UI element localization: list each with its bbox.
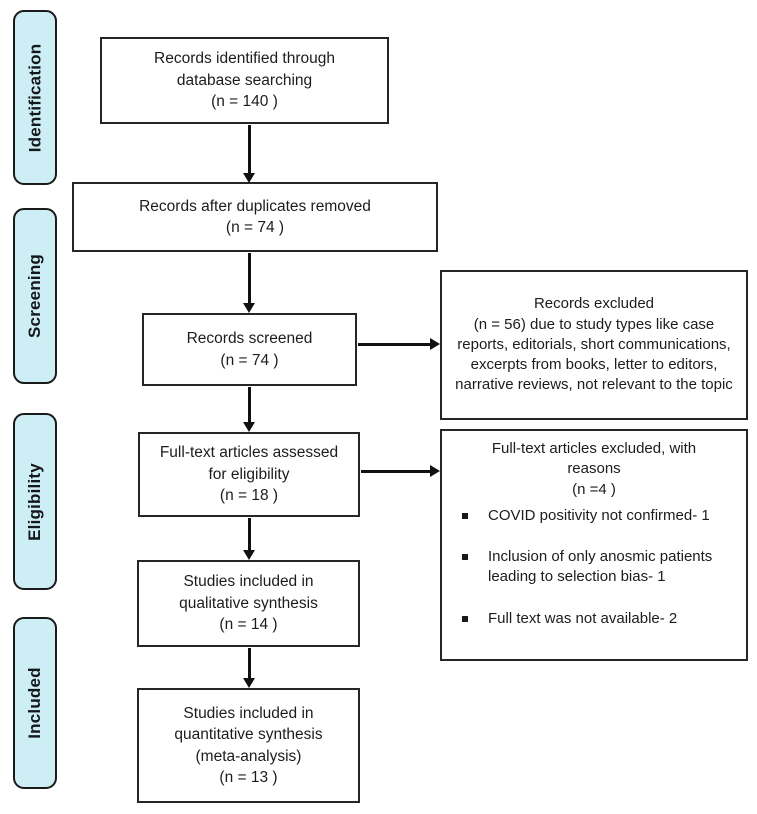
stage-label-screening: Screening bbox=[13, 208, 57, 384]
stage-label-identification: Identification bbox=[13, 10, 57, 185]
flow-box-qualitative-synthesis: Studies included in qualitative synthesi… bbox=[137, 560, 360, 647]
stage-label-text: Eligibility bbox=[25, 462, 45, 541]
square-bullet-icon bbox=[462, 615, 468, 622]
list-item: Inclusion of only anosmic patients leadi… bbox=[450, 547, 738, 588]
arrow-right-icon bbox=[358, 343, 430, 346]
square-bullet-icon bbox=[462, 512, 468, 519]
exclusion-box-text: Records excluded (n = 56) due to study t… bbox=[455, 295, 733, 394]
square-bullet-icon bbox=[462, 554, 468, 560]
arrow-down-icon bbox=[248, 253, 251, 303]
flow-box-records-screened: Records screened (n = 74 ) bbox=[142, 313, 357, 386]
arrow-down-icon bbox=[248, 125, 251, 173]
exclusion-box-records-excluded: Records excluded (n = 56) due to study t… bbox=[440, 270, 748, 420]
stage-label-eligibility: Eligibility bbox=[13, 413, 57, 590]
exclusion-box-fulltext-excluded: Full-text articles excluded, with reason… bbox=[440, 429, 748, 661]
list-item: Full text was not available- 2 bbox=[450, 609, 738, 629]
list-item: COVID positivity not confirmed- 1 bbox=[450, 506, 738, 526]
flow-box-records-identified: Records identified through database sear… bbox=[100, 37, 389, 124]
arrow-down-icon bbox=[248, 518, 251, 550]
exclusion-reason-text: Full text was not available- 2 bbox=[488, 609, 678, 627]
flow-box-quantitative-synthesis: Studies included in quantitative synthes… bbox=[137, 688, 360, 803]
exclusion-reason-text: Inclusion of only anosmic patients leadi… bbox=[488, 548, 713, 586]
exclusion-reason-text: COVID positivity not confirmed- 1 bbox=[488, 506, 710, 524]
arrow-down-icon bbox=[248, 648, 251, 678]
exclusion-reason-list: COVID positivity not confirmed- 1 Inclus… bbox=[450, 506, 738, 629]
stage-label-included: Included bbox=[13, 617, 57, 789]
stage-label-text: Screening bbox=[25, 254, 44, 338]
exclusion-box-header: Full-text articles excluded, with reason… bbox=[491, 440, 697, 498]
arrow-down-icon bbox=[248, 387, 251, 422]
stage-label-text: Included bbox=[25, 667, 44, 739]
flow-box-fulltext-assessed: Full-text articles assessed for eligibil… bbox=[138, 432, 360, 517]
flow-box-records-after-duplicates: Records after duplicates removed (n = 74… bbox=[72, 182, 438, 252]
stage-label-text: Identification bbox=[25, 43, 45, 152]
arrow-right-icon bbox=[361, 470, 430, 473]
